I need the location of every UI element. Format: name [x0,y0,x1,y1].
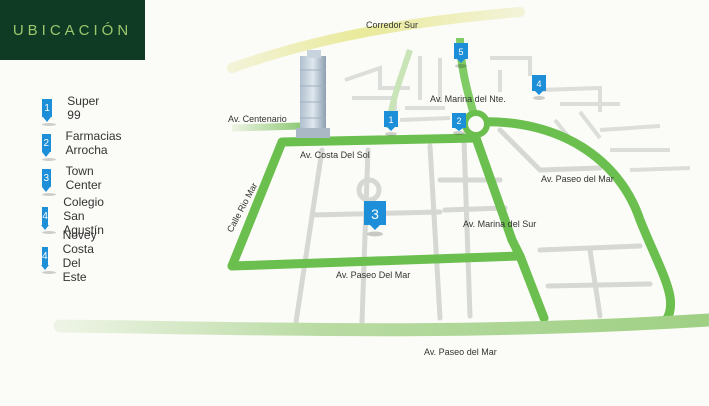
label-marina-sur: Av. Marina del Sur [463,219,536,229]
map-marker-2[interactable]: 2 [452,113,466,135]
legend-item-super99[interactable]: 1 Super 99 [42,94,103,126]
roundabout-main [462,110,490,138]
legend-label: Colegio San Agustín [63,195,104,237]
paseo-del-mar-highway [53,313,709,337]
label-centenario: Av. Centenario [228,114,287,124]
map-marker-3[interactable]: 3 [364,201,386,237]
map-marker-4[interactable]: 4 [532,75,546,100]
label-marina-norte: Av. Marina del Nte. [430,94,506,104]
legend-label: Super 99 [67,94,100,122]
svg-text:1: 1 [388,115,393,125]
marker-pin-icon: 2 [42,134,56,161]
legend-item-novey[interactable]: 4 Novey Costa Del Este [40,228,105,284]
legend-item-farmacias[interactable]: 2 Farmacias Arrocha [42,129,127,161]
roundabout-small [356,177,382,203]
svg-text:5: 5 [458,47,463,57]
label-corredor-sur: Corredor Sur [366,20,418,30]
legend-item-colegio[interactable]: 4 Colegio San Agustín [41,195,112,237]
label-paseo-mid: Av. Paseo Del Mar [336,270,410,280]
marker-pin-icon: 4 [40,247,56,274]
corredor-sur-road [227,7,525,73]
legend-item-town-center[interactable]: 3 Town Center [42,164,107,196]
title-banner: UBICACIÓN [0,0,145,60]
marker-pin-icon: 3 [42,169,56,196]
legend-label: Novey Costa Del Este [62,228,97,284]
main-road-loop [227,117,676,325]
legend-label: Farmacias Arrocha [65,129,122,157]
svg-text:4: 4 [536,79,541,89]
label-paseo-bottom: Av. Paseo del Mar [424,347,497,357]
av-centenario-road [231,122,301,132]
marker-pin-icon: 1 [42,99,56,126]
legend-label: Town Center [65,164,102,192]
tower-building [296,50,330,138]
page-title: UBICACIÓN [12,21,133,39]
label-costa-del-sol: Av. Costa Del Sol [300,150,370,160]
marker-pin-icon: 4 [41,207,56,234]
map-marker-1[interactable]: 1 [384,111,398,136]
label-paseo-right: Av. Paseo del Mar [541,174,614,184]
map-marker-5[interactable]: 5 [454,43,468,68]
svg-text:2: 2 [456,116,461,126]
svg-text:3: 3 [371,206,379,222]
